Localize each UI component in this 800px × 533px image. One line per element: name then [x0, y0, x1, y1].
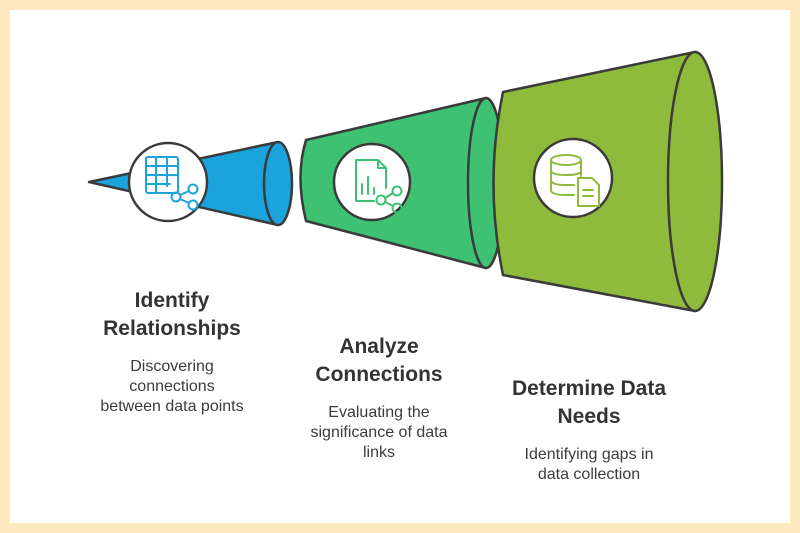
stage-1-text: Identify Relationships Discovering conne… [72, 287, 272, 417]
database-document-icon [532, 137, 614, 219]
stage-3-title: Determine Data Needs [511, 377, 667, 428]
stage-1-description: Discovering connections between data poi… [100, 358, 244, 415]
table-network-icon [127, 141, 209, 223]
stage-2-title: Analyze Connections [315, 335, 443, 386]
chart-network-icon [332, 142, 412, 222]
stage-1-title: Identify Relationships [103, 289, 241, 340]
stage-3-description: Identifying gaps in data collection [524, 446, 654, 483]
stage-2-text: Analyze Connections Evaluating the signi… [279, 333, 479, 463]
stage-2-description: Evaluating the significance of data link… [310, 404, 448, 461]
stage-3-text: Determine Data Needs Identifying gaps in… [474, 375, 704, 485]
